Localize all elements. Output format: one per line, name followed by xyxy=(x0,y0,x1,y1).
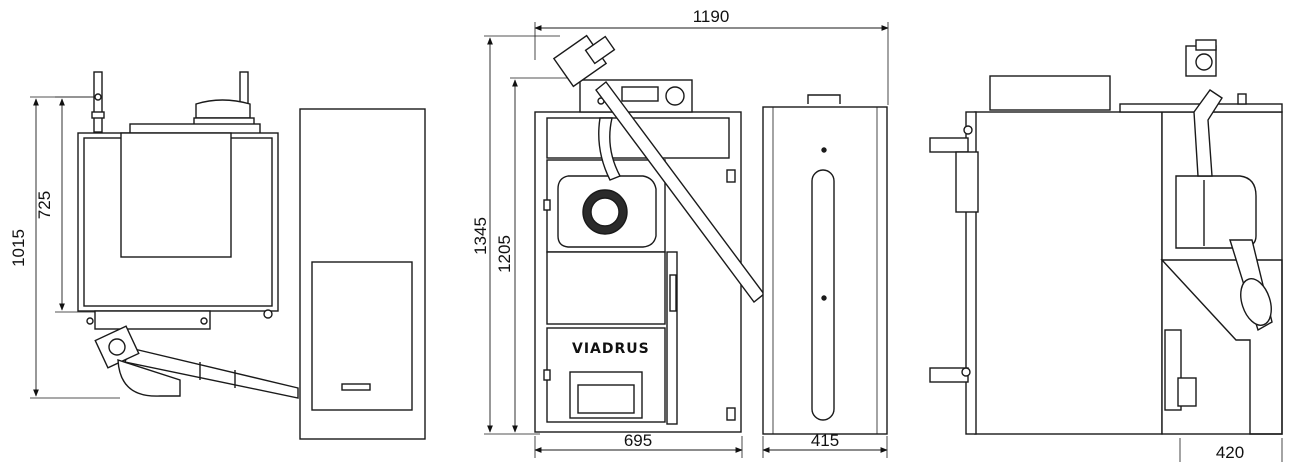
dim-overall-width: 1190 xyxy=(693,7,730,26)
brand-label: VIADRUS xyxy=(572,341,650,357)
dim-top-body-depth: 725 xyxy=(35,191,54,219)
dim-top-total-height: 1015 xyxy=(9,229,28,267)
dim-front-width: 695 xyxy=(624,431,652,450)
dim-boiler-height: 1205 xyxy=(495,235,514,273)
dim-side-width: 415 xyxy=(811,431,839,450)
side-view xyxy=(762,94,888,458)
dim-rear-offset: 420 xyxy=(1216,443,1244,462)
rear-view xyxy=(929,39,1283,462)
front-view xyxy=(484,22,889,458)
dim-overall-height: 1345 xyxy=(471,217,490,255)
top-view xyxy=(30,71,426,440)
